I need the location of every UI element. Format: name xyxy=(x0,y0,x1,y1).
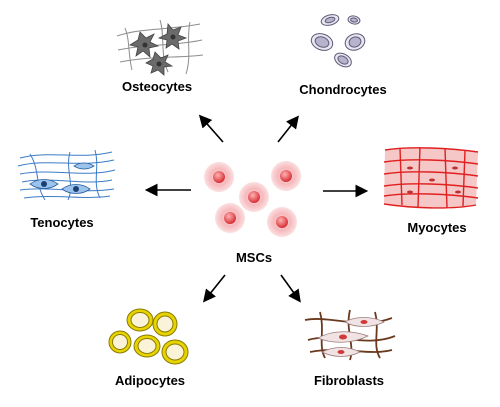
msc-cell xyxy=(267,207,297,237)
msc-cell xyxy=(239,182,269,212)
myocytes-label: Myocytes xyxy=(407,220,466,235)
arrow-to-fibroblasts xyxy=(280,274,301,303)
fibroblast-icon xyxy=(304,309,396,361)
chondrocytes-label: Chondrocytes xyxy=(299,82,386,97)
arrow-to-osteocytes xyxy=(198,114,224,143)
osteocytes-label: Osteocytes xyxy=(122,79,192,94)
osteocyte-icon xyxy=(116,19,204,76)
msc-label: MSCs xyxy=(236,250,272,265)
adipocyte-icon xyxy=(108,308,189,365)
msc-cluster xyxy=(204,161,301,237)
tenocyte-icon xyxy=(17,149,116,201)
arrows xyxy=(144,114,369,303)
msc-cell xyxy=(204,162,234,192)
arrow-to-adipocytes xyxy=(203,274,226,303)
msc-cell xyxy=(215,203,245,233)
tenocytes-label: Tenocytes xyxy=(30,215,93,230)
myocyte-icon xyxy=(383,146,479,209)
arrow-to-chondrocytes xyxy=(277,115,299,143)
adipocytes-label: Adipocytes xyxy=(115,373,185,388)
msc-cell xyxy=(271,161,301,191)
chondrocyte-icon xyxy=(310,14,366,68)
fibroblasts-label: Fibroblasts xyxy=(314,373,384,388)
